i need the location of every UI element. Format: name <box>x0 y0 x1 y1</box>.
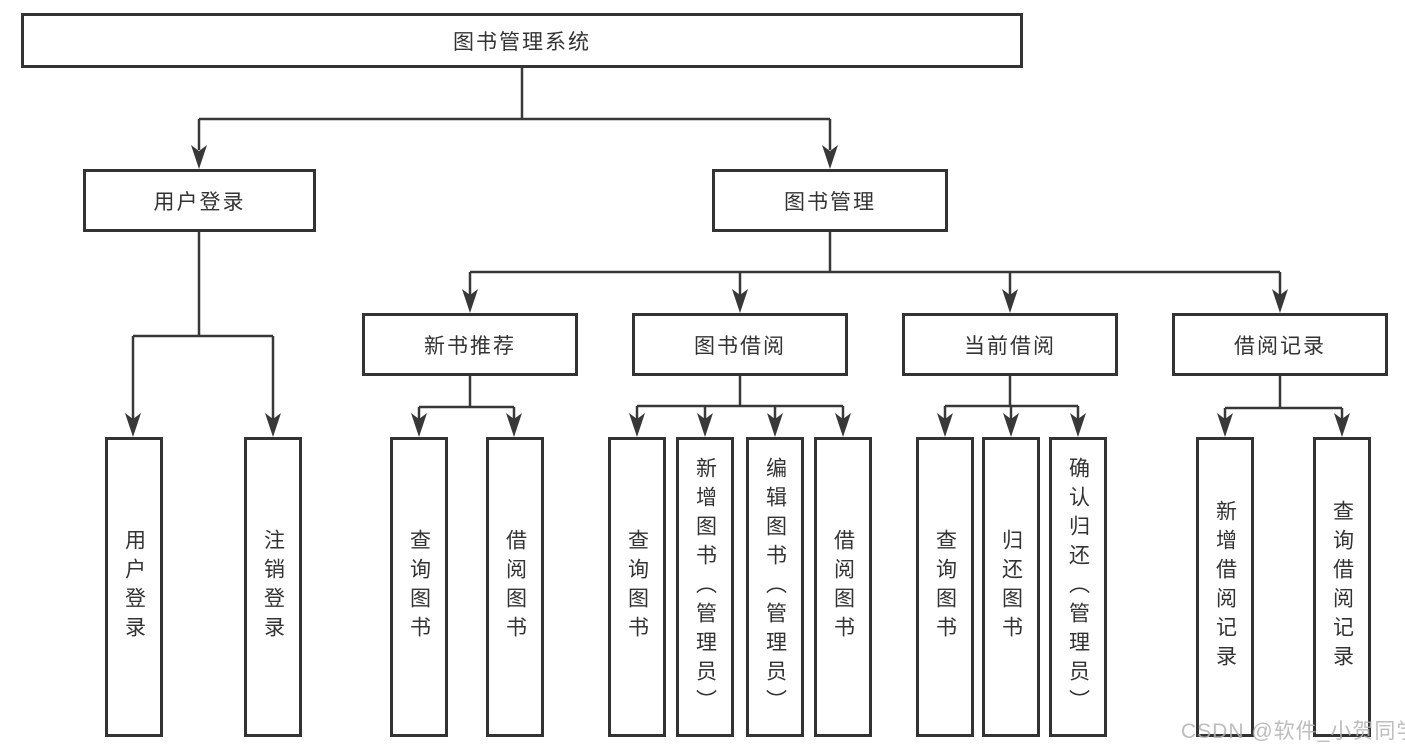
leaf-label: 查询图书 <box>625 529 649 645</box>
leaf-current-query-books: 查询图书 <box>916 437 974 737</box>
leaf-records-query-record: 查询借阅记录 <box>1313 437 1371 737</box>
node-book-borrow: 图书借阅 <box>632 313 848 376</box>
leaf-label: 借阅图书 <box>503 529 527 645</box>
leaf-label: 用户登录 <box>122 529 146 645</box>
leaf-records-add-record: 新增借阅记录 <box>1196 437 1254 737</box>
leaf-current-confirm-return-admin: 确认归还（管理员） <box>1049 437 1107 737</box>
leaf-borrow-borrow-books: 借阅图书 <box>814 437 872 737</box>
node-root: 图书管理系统 <box>21 13 1023 68</box>
node-borrow-records: 借阅记录 <box>1172 313 1388 376</box>
leaf-user-login: 用户登录 <box>105 437 163 737</box>
node-new-book-recommend: 新书推荐 <box>362 313 578 376</box>
leaf-label: 新增图书（管理员） <box>693 456 717 718</box>
leaf-label: 查询借阅记录 <box>1330 500 1354 674</box>
node-current-borrow: 当前借阅 <box>902 313 1118 376</box>
leaf-label: 查询图书 <box>407 529 431 645</box>
leaf-borrow-edit-books-admin: 编辑图书（管理员） <box>746 437 804 737</box>
leaf-label: 注销登录 <box>261 529 285 645</box>
node-book-management: 图书管理 <box>712 169 948 232</box>
leaf-label: 查询图书 <box>933 529 957 645</box>
leaf-current-return-books: 归还图书 <box>982 437 1040 737</box>
leaf-recommend-query-books: 查询图书 <box>390 437 448 737</box>
leaf-logout: 注销登录 <box>244 437 302 737</box>
leaf-borrow-add-books-admin: 新增图书（管理员） <box>676 437 734 737</box>
watermark: CSDN @软件_小贺同学 <box>1181 720 1405 743</box>
leaf-label: 归还图书 <box>999 529 1023 645</box>
leaf-label: 新增借阅记录 <box>1213 500 1237 674</box>
leaf-borrow-query-books: 查询图书 <box>608 437 666 737</box>
arrowheads <box>125 145 1350 437</box>
leaf-label: 借阅图书 <box>831 529 855 645</box>
leaf-recommend-borrow-books: 借阅图书 <box>486 437 544 737</box>
leaf-label: 编辑图书（管理员） <box>763 456 787 718</box>
leaf-label: 确认归还（管理员） <box>1066 456 1090 718</box>
node-user-login: 用户登录 <box>83 169 316 232</box>
